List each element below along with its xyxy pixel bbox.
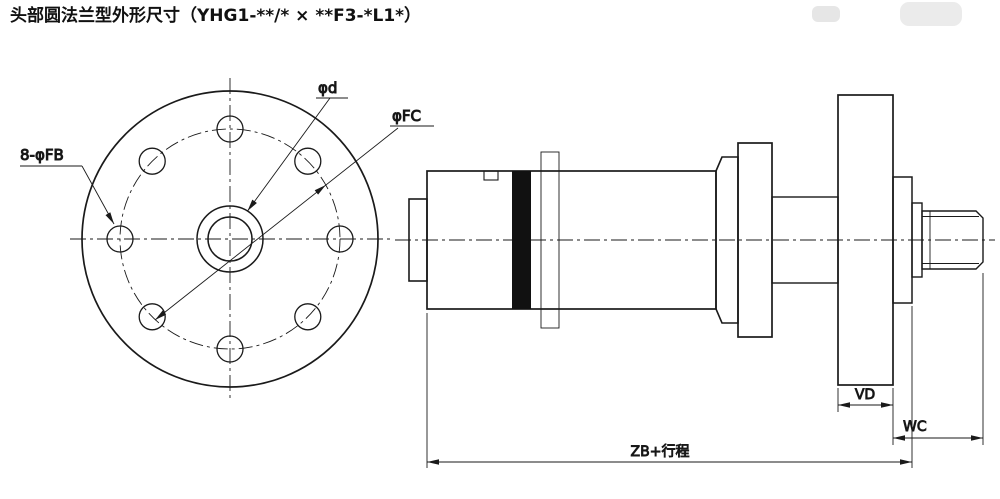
bolt-hole <box>106 225 134 253</box>
arrowhead <box>971 435 983 441</box>
threaded-rod-end <box>921 210 984 270</box>
bolt-hole <box>138 303 166 331</box>
bolt-circle-dia-callout <box>154 125 434 321</box>
arrowhead <box>314 185 326 195</box>
bolt-hole <box>294 147 322 175</box>
rod-hole-outer <box>196 205 264 273</box>
vd-dimension-label: VD <box>855 387 875 403</box>
zb-stroke-dimension-label: ZB+行程 <box>631 444 690 460</box>
bolt-circle-dia-label: φFC <box>392 107 421 125</box>
zb-stroke-dimension <box>427 459 912 465</box>
arrowhead <box>427 459 439 465</box>
side-view <box>395 94 995 386</box>
arrowhead <box>893 435 905 441</box>
front-view: 8-φFB φd φFC <box>20 78 434 400</box>
wc-dimension-label: WC <box>903 419 927 435</box>
rod-dia-label: φd <box>318 79 337 97</box>
bolt-circle <box>119 128 341 350</box>
bolt-hole <box>216 115 244 143</box>
bolt-holes-label: 8-φFB <box>20 146 64 164</box>
flange-outline <box>81 90 379 388</box>
scan-artifacts <box>812 2 962 26</box>
bolt-hole <box>294 303 322 331</box>
bolt-holes <box>106 115 354 363</box>
wc-dimension <box>893 435 983 441</box>
port-plate <box>540 151 560 329</box>
seal-band <box>512 171 531 309</box>
rod-thread-outline <box>921 210 984 270</box>
vd-dimension <box>838 402 893 408</box>
bolt-holes-callout <box>20 165 115 225</box>
arrowhead <box>881 402 893 408</box>
scan-artifact <box>812 6 840 22</box>
bolt-hole <box>138 147 166 175</box>
arrowhead <box>247 199 257 211</box>
arrowhead <box>900 459 912 465</box>
page-title: 头部圆法兰型外形尺寸（YHG1-**/* × **F3-*L1*） <box>10 5 421 26</box>
arrowhead <box>105 212 114 224</box>
arrowhead <box>155 310 167 320</box>
scan-artifact <box>900 2 962 26</box>
barrel-step <box>483 170 499 181</box>
rod-dia-callout <box>247 97 348 212</box>
bolt-hole <box>326 225 354 253</box>
bolt-hole <box>216 335 244 363</box>
arrowhead <box>838 402 850 408</box>
dimensions: VD WC ZB+行程 <box>426 273 984 468</box>
